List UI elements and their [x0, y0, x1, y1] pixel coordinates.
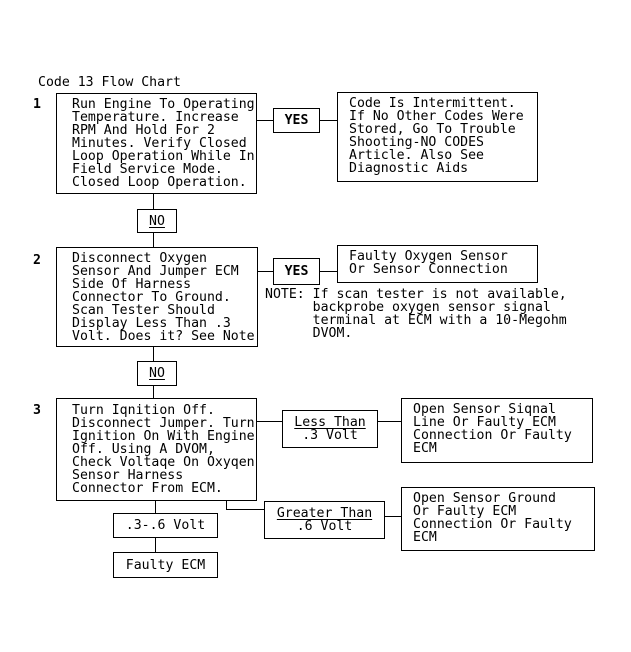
step3-number: 3	[33, 403, 41, 418]
lessthan-result-box: Open Sensor Siqnal Line Or Faulty ECM Co…	[401, 398, 593, 463]
connector-no1-to-step2	[153, 233, 154, 247]
step2-note-text: NOTE: If scan tester is not available, b…	[265, 287, 567, 341]
connector-step3-to-lessthan	[257, 421, 282, 422]
midrange-label: .3-.6 Volt	[125, 518, 206, 533]
connector-step1-to-yes	[257, 120, 273, 121]
step2-no-box: NO	[137, 361, 177, 386]
step1-action-text: Run Engine To Operating Temperature. Inc…	[72, 97, 255, 190]
connector-midrange-to-final	[155, 538, 156, 552]
connector-step2-to-no	[153, 347, 154, 361]
final-result-box: Faulty ECM	[113, 552, 218, 578]
connector-step1-to-no	[153, 194, 154, 209]
step1-action-box: Run Engine To Operating Temperature. Inc…	[56, 93, 257, 194]
lessthan-range: .3 Volt	[302, 428, 358, 443]
greaterthan-result-box: Open Sensor Ground Or Faulty ECM Connect…	[401, 487, 595, 551]
step1-yes-result-text: Code Is Intermittent. If No Other Codes …	[349, 96, 524, 176]
connector-lessthan-to-result	[378, 421, 401, 422]
connector-step2-to-yes	[258, 271, 273, 272]
step2-no-label: NO	[149, 366, 165, 381]
midrange-box: .3-.6 Volt	[113, 513, 218, 538]
step3-action-box: Turn Iqnition Off. Disconnect Jumper. Tu…	[56, 398, 257, 501]
step2-yes-result-text: Faulty Oxygen Sensor Or Sensor Connectio…	[349, 249, 508, 277]
lessthan-condition-box: Less Than .3 Volt	[282, 410, 378, 448]
step2-yes-box: YES	[273, 258, 320, 285]
step1-yes-box: YES	[273, 108, 320, 133]
step2-action-box: Disconnect Oxygen Sensor And Jumper ECM …	[56, 247, 258, 347]
step3-action-text: Turn Iqnition Off. Disconnect Jumper. Tu…	[72, 403, 255, 496]
step1-no-box: NO	[137, 209, 177, 233]
step1-no-label: NO	[149, 213, 165, 229]
step2-number: 2	[33, 253, 41, 268]
final-result-label: Faulty ECM	[125, 557, 206, 573]
step2-action-text: Disconnect Oxygen Sensor And Jumper ECM …	[72, 251, 255, 344]
step1-yes-result-box: Code Is Intermittent. If No Other Codes …	[337, 92, 538, 182]
chart-title: Code 13 Flow Chart	[38, 75, 181, 90]
lessthan-label: Less Than	[294, 415, 366, 430]
connector-no2-to-step3	[153, 386, 154, 398]
connector-yes1-to-result	[320, 120, 337, 121]
step2-yes-label: YES	[284, 264, 309, 279]
greaterthan-label: Greater Than	[276, 506, 373, 521]
connector-step3-right-greaterthan	[226, 509, 264, 510]
connector-yes2-to-result	[320, 271, 337, 272]
lessthan-result-text: Open Sensor Siqnal Line Or Faulty ECM Co…	[413, 402, 572, 456]
step1-yes-label: YES	[284, 113, 309, 128]
step2-yes-result-box: Faulty Oxygen Sensor Or Sensor Connectio…	[337, 245, 538, 283]
greaterthan-result-text: Open Sensor Ground Or Faulty ECM Connect…	[413, 491, 572, 545]
connector-greaterthan-to-result	[385, 516, 401, 517]
greaterthan-condition-box: Greater Than .6 Volt	[264, 501, 385, 539]
connector-step3-to-midrange	[155, 501, 156, 513]
step1-number: 1	[33, 97, 41, 112]
greaterthan-range: .6 Volt	[296, 519, 353, 534]
connector-step3-down-greaterthan	[226, 501, 227, 510]
